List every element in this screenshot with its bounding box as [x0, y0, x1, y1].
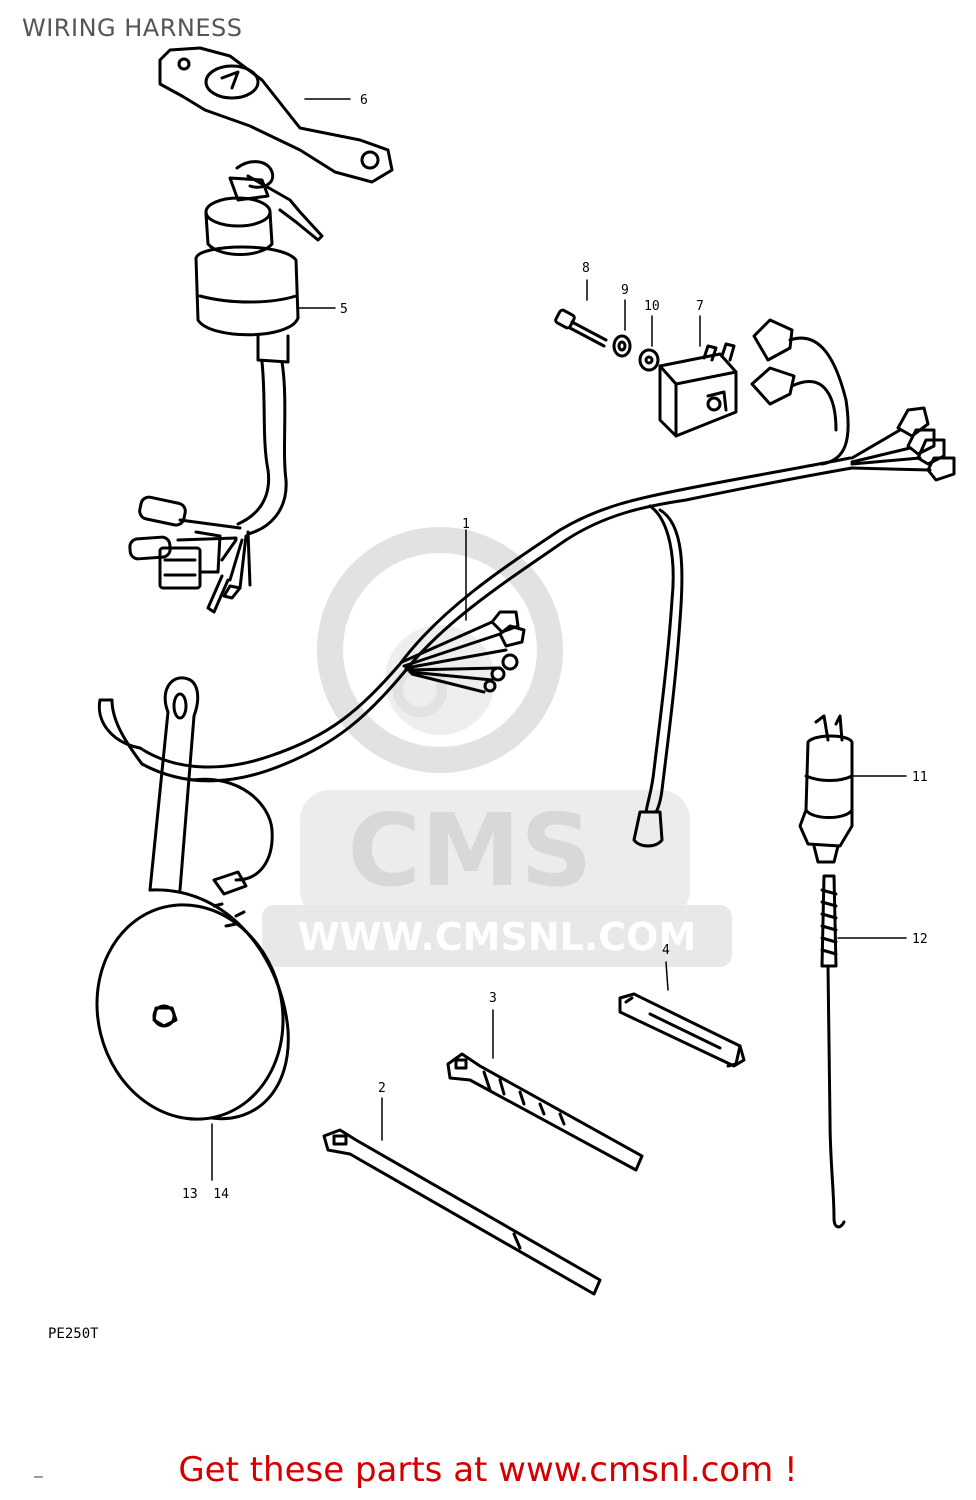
part-5-ignition-switch[interactable] — [194, 160, 324, 536]
watermark: CMS WWW.CMSNL.COM — [262, 527, 732, 967]
part-13-14-horn[interactable] — [75, 676, 306, 1139]
watermark-brand-plate — [300, 790, 690, 920]
callout-5: 5 — [340, 302, 348, 317]
callout-6: 6 — [360, 93, 368, 108]
part-1-main-harness[interactable] — [97, 428, 932, 848]
parts-diagram: CMS WWW.CMSNL.COM — [48, 46, 956, 1342]
callout-3: 3 — [489, 991, 497, 1006]
cta-text[interactable]: Get these parts at www.cmsnl.com ! — [178, 1450, 798, 1490]
callout-4: 4 — [662, 943, 670, 958]
part-3-cable-tie[interactable] — [446, 1052, 644, 1172]
watermark-url: WWW.CMSNL.COM — [298, 915, 697, 959]
part-2-cable-tie-long[interactable] — [322, 1128, 602, 1296]
ignition-connectors — [128, 495, 252, 614]
relay-plugs — [750, 318, 850, 466]
part-7-relay[interactable] — [658, 342, 738, 438]
callout-13-14: 13 14 — [182, 1187, 229, 1202]
part-10-washer[interactable] — [638, 348, 660, 372]
model-label: PE250T — [48, 1326, 99, 1342]
part-12-spring-rod[interactable] — [820, 874, 846, 1229]
callout-10: 10 — [644, 299, 660, 314]
cta-link[interactable]: Get these parts at www.cmsnl.com ! — [0, 1450, 976, 1490]
leader-4 — [665, 961, 669, 991]
part-6-ignition-bracket[interactable] — [158, 46, 394, 184]
watermark-url-plate — [262, 905, 732, 967]
callout-11: 11 — [912, 770, 928, 785]
page-title: WIRING HARNESS — [22, 14, 243, 42]
watermark-mascot-eye — [393, 663, 447, 717]
callout-2: 2 — [378, 1081, 386, 1096]
callout-12: 12 — [912, 932, 928, 947]
watermark-brand: CMS — [348, 792, 593, 909]
part-11-switch[interactable] — [798, 714, 854, 864]
harness-terminals-right — [896, 406, 956, 482]
part-8-bolt[interactable] — [554, 308, 608, 348]
callout-7: 7 — [696, 299, 704, 314]
callout-9: 9 — [621, 283, 629, 298]
callout-1: 1 — [462, 517, 470, 532]
harness-terminals-middle — [400, 610, 526, 694]
part-9-washer[interactable] — [612, 334, 632, 358]
callout-8: 8 — [582, 261, 590, 276]
part-4-clamp[interactable] — [618, 992, 746, 1068]
footer-dash: – — [34, 1468, 43, 1485]
watermark-mascot-head — [317, 527, 563, 773]
callout-labels: 6 5 8 9 10 7 1 11 12 4 3 2 13 14 PE250T — [48, 93, 928, 1342]
